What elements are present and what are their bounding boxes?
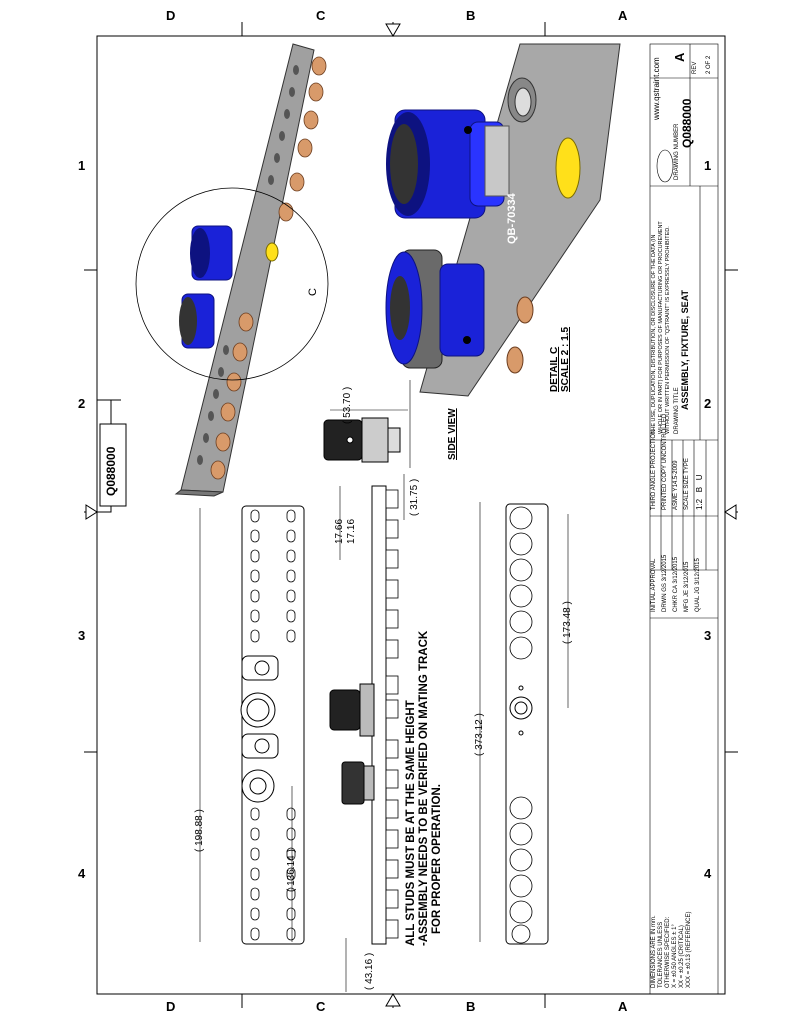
zone-left-2: 2: [78, 396, 86, 411]
tb-disclaimer-2: WHOLE OR IN PART) FOR PURPOSES OF MANUFA…: [658, 221, 664, 434]
tb-disclaimer-1: THE USE, DUPLICATION, DISTRIBUTION, OR D…: [651, 234, 657, 434]
tb-standard: ASME Y14.5-2009: [673, 460, 679, 510]
dim-373-12: ( 373.12 ): [474, 713, 485, 756]
studs-front: [385, 489, 399, 939]
tb-approval-qual: QUAL JG 3/12/2015: [695, 558, 701, 612]
tb-tolerance-6: XXX = ±0.13 (REFERENCE): [686, 911, 692, 988]
tb-scale-size-type-labels: SCALE SIZE TYPE: [684, 458, 690, 510]
zone-top-d: D: [166, 8, 176, 23]
note-line-1: ALL STUDS MUST BE AT THE SAME HEIGHT: [405, 700, 417, 946]
zone-right-1: 1: [704, 158, 712, 173]
zone-top-a: A: [618, 8, 628, 23]
zone-left-3: 3: [78, 628, 86, 643]
zone-left-1: 1: [78, 158, 86, 173]
dim-198-88: ( 198.88 ): [194, 809, 205, 852]
zone-top-b: B: [466, 8, 476, 23]
dim-173-48: ( 173.48 ): [562, 601, 573, 644]
tb-projection: THIRD ANGLE PROJECTION: [651, 429, 657, 510]
company-logo: [656, 149, 674, 183]
center-mark-left: [85, 504, 98, 520]
tb-scale-size-type-values: 1:2 B U: [695, 474, 704, 510]
zone-bottom-a: A: [618, 999, 628, 1014]
center-mark-bottom: [385, 993, 401, 1007]
part-marking: QB-70334: [506, 193, 518, 244]
dim-17-16: 17.16: [346, 518, 357, 544]
tb-tolerance-1: DIMENSIONS ARE IN mm.: [651, 915, 657, 988]
tb-sheet: 2 OF 2: [706, 55, 712, 74]
detail-c-circle: [135, 187, 329, 381]
detail-c-scale: SCALE 2 : 1.5: [560, 326, 571, 392]
slot-holes-top: [250, 509, 296, 941]
zone-bottom-b: B: [466, 999, 476, 1014]
note-line-2: -ASSEMBLY NEEDS TO BE VERIFIED ON MATING…: [418, 630, 430, 946]
zone-left-4: 4: [78, 866, 86, 881]
isometric-rail: [174, 43, 327, 497]
tb-disclaimer-3: WITHOUT WRITTEN PERMISSION OF "QSTRAINT"…: [665, 226, 671, 434]
side-view: [323, 409, 408, 463]
dimension-lines: [199, 380, 569, 992]
tb-tolerance-4: X = ±0.50 ANGLES ± 1°: [672, 924, 678, 988]
zone-right-3: 3: [704, 628, 712, 643]
dim-43-16: ( 43.16 ): [364, 952, 375, 990]
sheet-border: [96, 35, 726, 995]
top-view: [240, 505, 305, 945]
tb-rev-label: REV: [692, 61, 698, 74]
stud-circles-bottom: [509, 506, 533, 944]
dim-31-75: ( 31.75 ): [409, 478, 420, 516]
tb-drawing-number: Q088000: [680, 98, 694, 148]
center-mark-top: [385, 23, 401, 37]
tb-approval-mfg: MFG JE 3/12/2015: [684, 561, 690, 612]
tb-tolerance-2: TOLERANCES UNLESS: [658, 921, 664, 988]
tb-rev: A: [672, 52, 687, 62]
note-line-3: FOR PROPER OPERATION.: [431, 784, 443, 934]
center-mark-right: [724, 504, 737, 520]
side-view-label: SIDE VIEW: [447, 408, 458, 460]
zone-right-2: 2: [704, 396, 712, 411]
title-block-frame: [649, 43, 719, 995]
zone-right-4: 4: [704, 866, 712, 881]
detail-c-view: [385, 43, 621, 397]
tb-drawing-title: ASSEMBLY, FIXTURE, SEAT: [680, 289, 690, 410]
detail-c-title: DETAIL C: [549, 346, 560, 392]
tb-approval-drwn: DRWN GS 3/12/2015: [662, 554, 668, 612]
tb-approval-header: INITIAL APPROVAL: [651, 558, 657, 612]
tb-tolerance-3: OTHERWISE SPECIFIED:: [665, 916, 671, 988]
dim-53-70: ( 53.70 ): [342, 386, 353, 424]
zone-bottom-c: C: [316, 999, 326, 1014]
dim-17-66: 17.66: [334, 518, 345, 544]
tb-approval-chkr: CHKR CA 3/12/2015: [673, 556, 679, 612]
tb-website: www.qstraint.com: [652, 57, 661, 120]
side-tab-drawing-number: Q088000: [104, 446, 118, 496]
zone-bottom-d: D: [166, 999, 176, 1014]
zone-top-c: C: [316, 8, 326, 23]
tb-tolerance-5: XX = ±0.25 (CRITICAL): [679, 925, 685, 988]
front-view: [329, 485, 399, 945]
bottom-view: [505, 503, 549, 945]
detail-c-callout: C: [307, 288, 319, 296]
dim-136-14: ( 136.14 ): [286, 849, 297, 892]
